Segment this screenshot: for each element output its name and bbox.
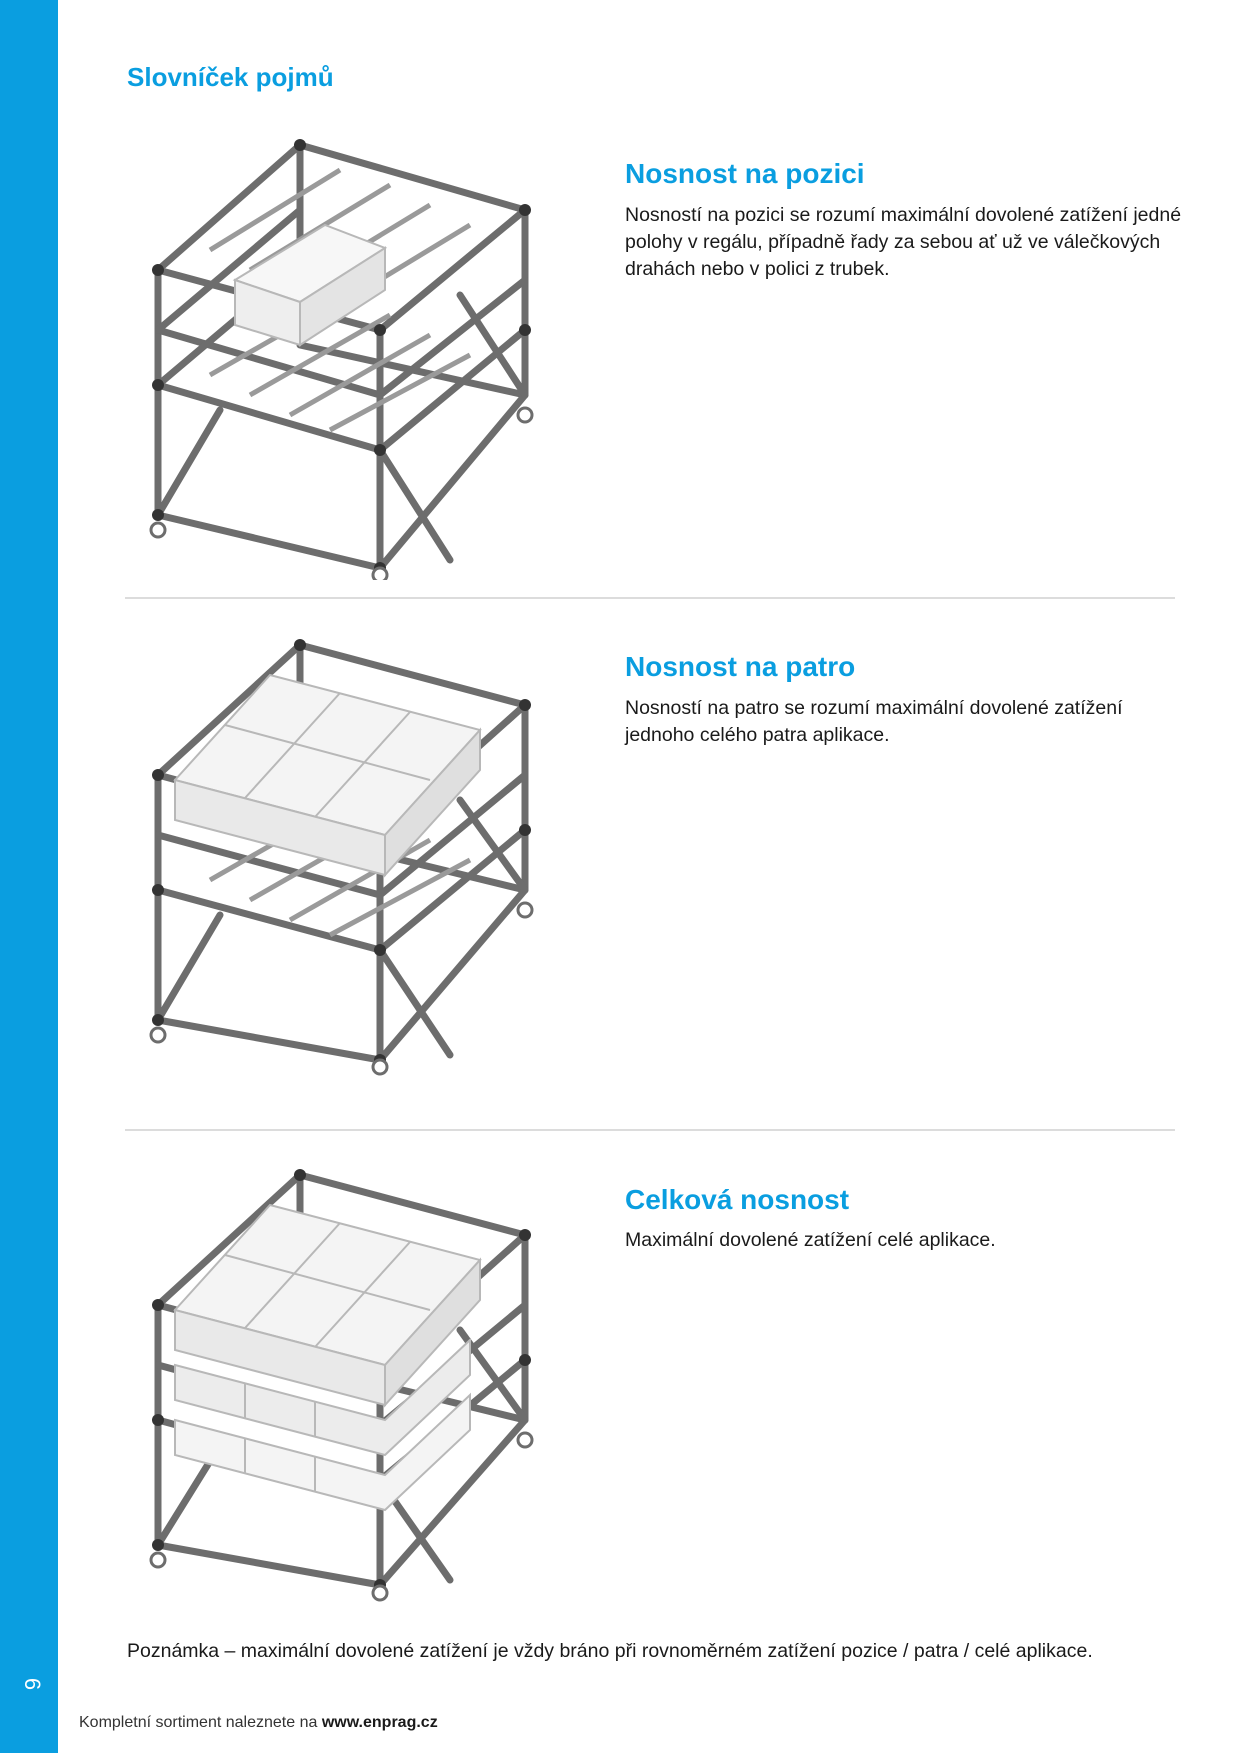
rack-fully-loaded-illustration	[149, 1169, 534, 1602]
section-divider	[125, 1129, 1175, 1131]
page-number: 6	[20, 1677, 45, 1691]
website-link[interactable]: www.enprag.cz	[321, 1714, 438, 1731]
section-text-floor: Nosností na patro se rozumí maximální do…	[625, 697, 1123, 746]
page-title: Slovníček pojmů	[127, 62, 334, 92]
load-note: Poznámka – maximální dovolené zatížení j…	[127, 1640, 1093, 1662]
section-heading-position: Nosnost na pozici	[625, 158, 865, 189]
section-heading-floor: Nosnost na patro	[625, 651, 856, 682]
footer: Kompletní sortiment naleznete na www.enp…	[79, 1714, 438, 1732]
rack-single-box-illustration	[149, 139, 534, 580]
rack-full-shelf-illustration	[149, 639, 534, 1076]
section-text-total: Maximální dovolené zatížení celé aplikac…	[625, 1229, 996, 1251]
footer-text: Kompletní sortiment naleznete na	[79, 1714, 318, 1731]
side-accent-bar	[0, 0, 58, 1753]
section-heading-total: Celková nosnost	[625, 1184, 850, 1215]
section-divider	[125, 597, 1175, 599]
section-text-position: Nosností na pozici se rozumí maximální d…	[625, 204, 1182, 280]
